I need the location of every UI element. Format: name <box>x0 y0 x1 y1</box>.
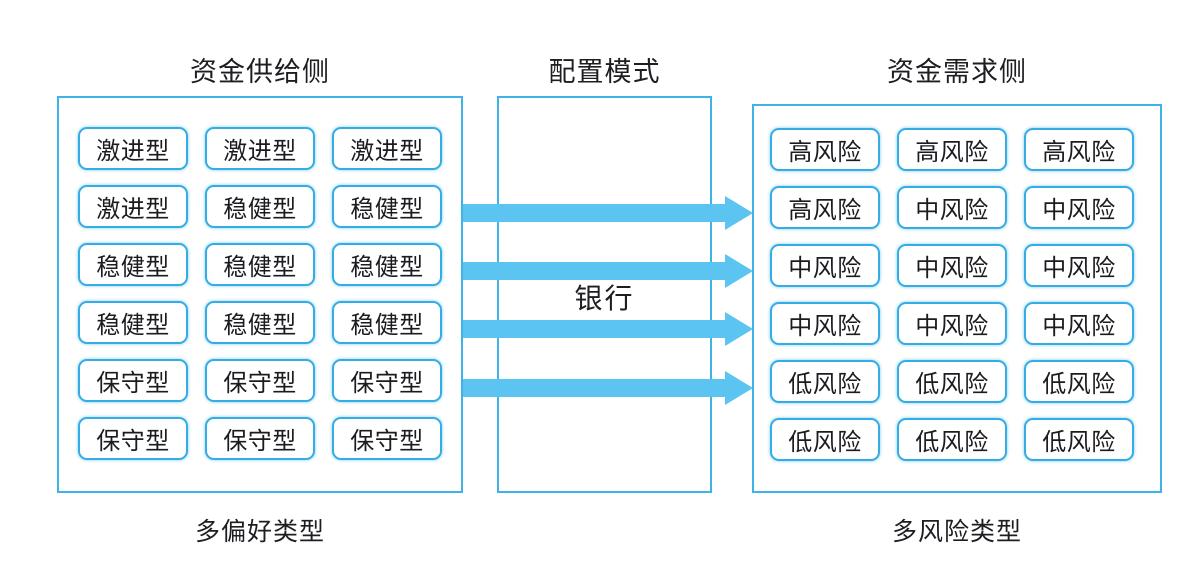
demand-chip[interactable]: 低风险 <box>770 418 880 461</box>
supply-side-panel <box>57 96 463 493</box>
demand-chip[interactable]: 低风险 <box>1024 360 1134 403</box>
supply-chip[interactable]: 保守型 <box>332 417 442 460</box>
demand-chip[interactable]: 中风险 <box>897 186 1007 229</box>
supply-chip[interactable]: 保守型 <box>205 417 315 460</box>
flow-arrow-2 <box>463 254 753 288</box>
supply-chip-grid: 激进型激进型激进型激进型稳健型稳健型稳健型稳健型稳健型稳健型稳健型稳健型保守型保… <box>78 127 442 460</box>
demand-chip[interactable]: 中风险 <box>770 302 880 345</box>
bank-label: 银行 <box>574 284 635 315</box>
demand-chip[interactable]: 中风险 <box>1024 302 1134 345</box>
supply-chip[interactable]: 稳健型 <box>332 301 442 344</box>
demand-chip[interactable]: 中风险 <box>897 244 1007 287</box>
supply-chip[interactable]: 稳健型 <box>78 243 188 286</box>
demand-side-heading: 资金需求侧 <box>887 57 1027 87</box>
demand-chip[interactable]: 低风险 <box>897 418 1007 461</box>
supply-chip[interactable]: 保守型 <box>205 359 315 402</box>
demand-chip[interactable]: 中风险 <box>1024 244 1134 287</box>
supply-chip[interactable]: 稳健型 <box>205 301 315 344</box>
demand-chip[interactable]: 低风险 <box>770 360 880 403</box>
supply-chip[interactable]: 稳健型 <box>78 301 188 344</box>
flow-arrow-4 <box>463 371 753 405</box>
supply-chip[interactable]: 激进型 <box>78 185 188 228</box>
allocation-mode-heading: 配置模式 <box>548 57 661 87</box>
demand-chip-grid: 高风险高风险高风险高风险中风险中风险中风险中风险中风险中风险中风险中风险低风险低… <box>770 128 1134 461</box>
supply-side-caption: 多偏好类型 <box>194 519 325 546</box>
demand-chip[interactable]: 中风险 <box>897 302 1007 345</box>
demand-chip[interactable]: 低风险 <box>1024 418 1134 461</box>
flow-arrow-3 <box>463 312 753 346</box>
demand-chip[interactable]: 低风险 <box>897 360 1007 403</box>
demand-side-panel <box>752 104 1162 493</box>
supply-side-heading: 资金供给侧 <box>190 57 330 87</box>
demand-chip[interactable]: 高风险 <box>1024 128 1134 171</box>
demand-chip[interactable]: 中风险 <box>1024 186 1134 229</box>
supply-chip[interactable]: 稳健型 <box>332 243 442 286</box>
supply-chip[interactable]: 激进型 <box>332 127 442 170</box>
supply-chip[interactable]: 激进型 <box>78 127 188 170</box>
demand-chip[interactable]: 中风险 <box>770 244 880 287</box>
supply-chip[interactable]: 保守型 <box>78 417 188 460</box>
supply-chip[interactable]: 激进型 <box>205 127 315 170</box>
supply-chip[interactable]: 稳健型 <box>205 243 315 286</box>
allocation-mode-panel <box>497 96 712 493</box>
supply-chip[interactable]: 保守型 <box>78 359 188 402</box>
supply-chip[interactable]: 保守型 <box>332 359 442 402</box>
flow-arrow-1 <box>463 196 753 230</box>
demand-chip[interactable]: 高风险 <box>897 128 1007 171</box>
demand-chip[interactable]: 高风险 <box>770 128 880 171</box>
demand-chip[interactable]: 高风险 <box>770 186 880 229</box>
supply-chip[interactable]: 稳健型 <box>205 185 315 228</box>
supply-chip[interactable]: 稳健型 <box>332 185 442 228</box>
demand-side-caption: 多风险类型 <box>891 519 1022 546</box>
